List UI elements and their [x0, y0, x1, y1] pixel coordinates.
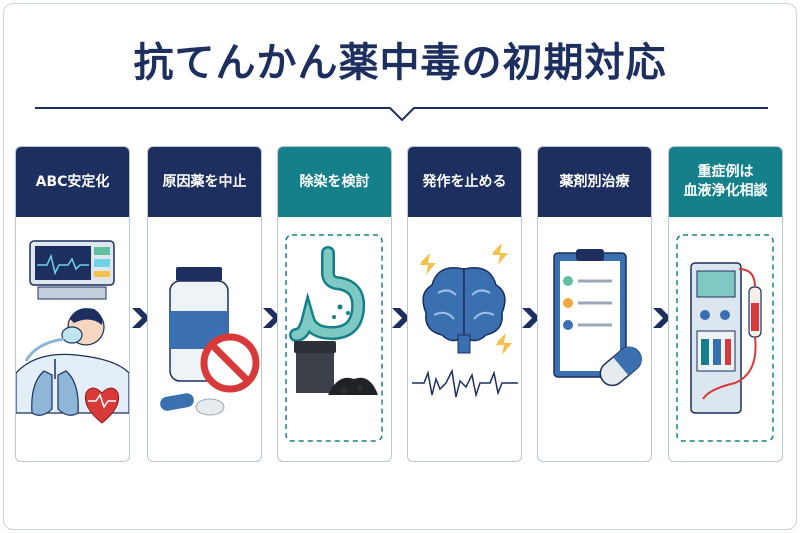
- arrow-icon: [653, 308, 671, 328]
- brain-eeg-icon: [412, 243, 518, 398]
- pill-bottle-prohibited-icon: [160, 267, 260, 416]
- step-label-drug-specific: 薬剤別治療: [538, 147, 651, 217]
- title-underline: [35, 107, 768, 122]
- step-card-stop-seizures: 発作を止める: [407, 146, 522, 462]
- step-label-blood-purification: 重症例は 血液浄化相談: [669, 147, 782, 217]
- patient-monitor-lungs-icon: [16, 240, 129, 424]
- dialysis-machine-icon: [676, 234, 774, 442]
- arrow-icon: [132, 308, 150, 328]
- step-card-drug-specific: 薬剤別治療: [537, 146, 652, 462]
- step-label-stop-seizures: 発作を止める: [408, 147, 521, 217]
- step-label-blood-purification-text: 重症例は 血液浄化相談: [683, 164, 768, 199]
- frame: [3, 3, 797, 530]
- step-label-decontamination: 除染を検討: [278, 147, 391, 217]
- step-label-abc: ABC安定化: [16, 147, 129, 217]
- step-card-decontamination: 除染を検討: [277, 146, 392, 462]
- arrow-icon: [522, 308, 540, 328]
- page-title: 抗てんかん薬中毒の初期対応: [133, 40, 667, 86]
- stomach-charcoal-icon: [285, 234, 383, 442]
- step-label-stop-drug: 原因薬を中止: [148, 147, 261, 217]
- step-card-blood-purification: 重症例は 血液浄化相談: [668, 146, 783, 462]
- clipboard-capsule-icon: [553, 249, 642, 387]
- step-card-stop-drug: 原因薬を中止: [147, 146, 262, 462]
- arrow-icon: [392, 308, 410, 328]
- step-card-abc: ABC安定化: [15, 146, 130, 462]
